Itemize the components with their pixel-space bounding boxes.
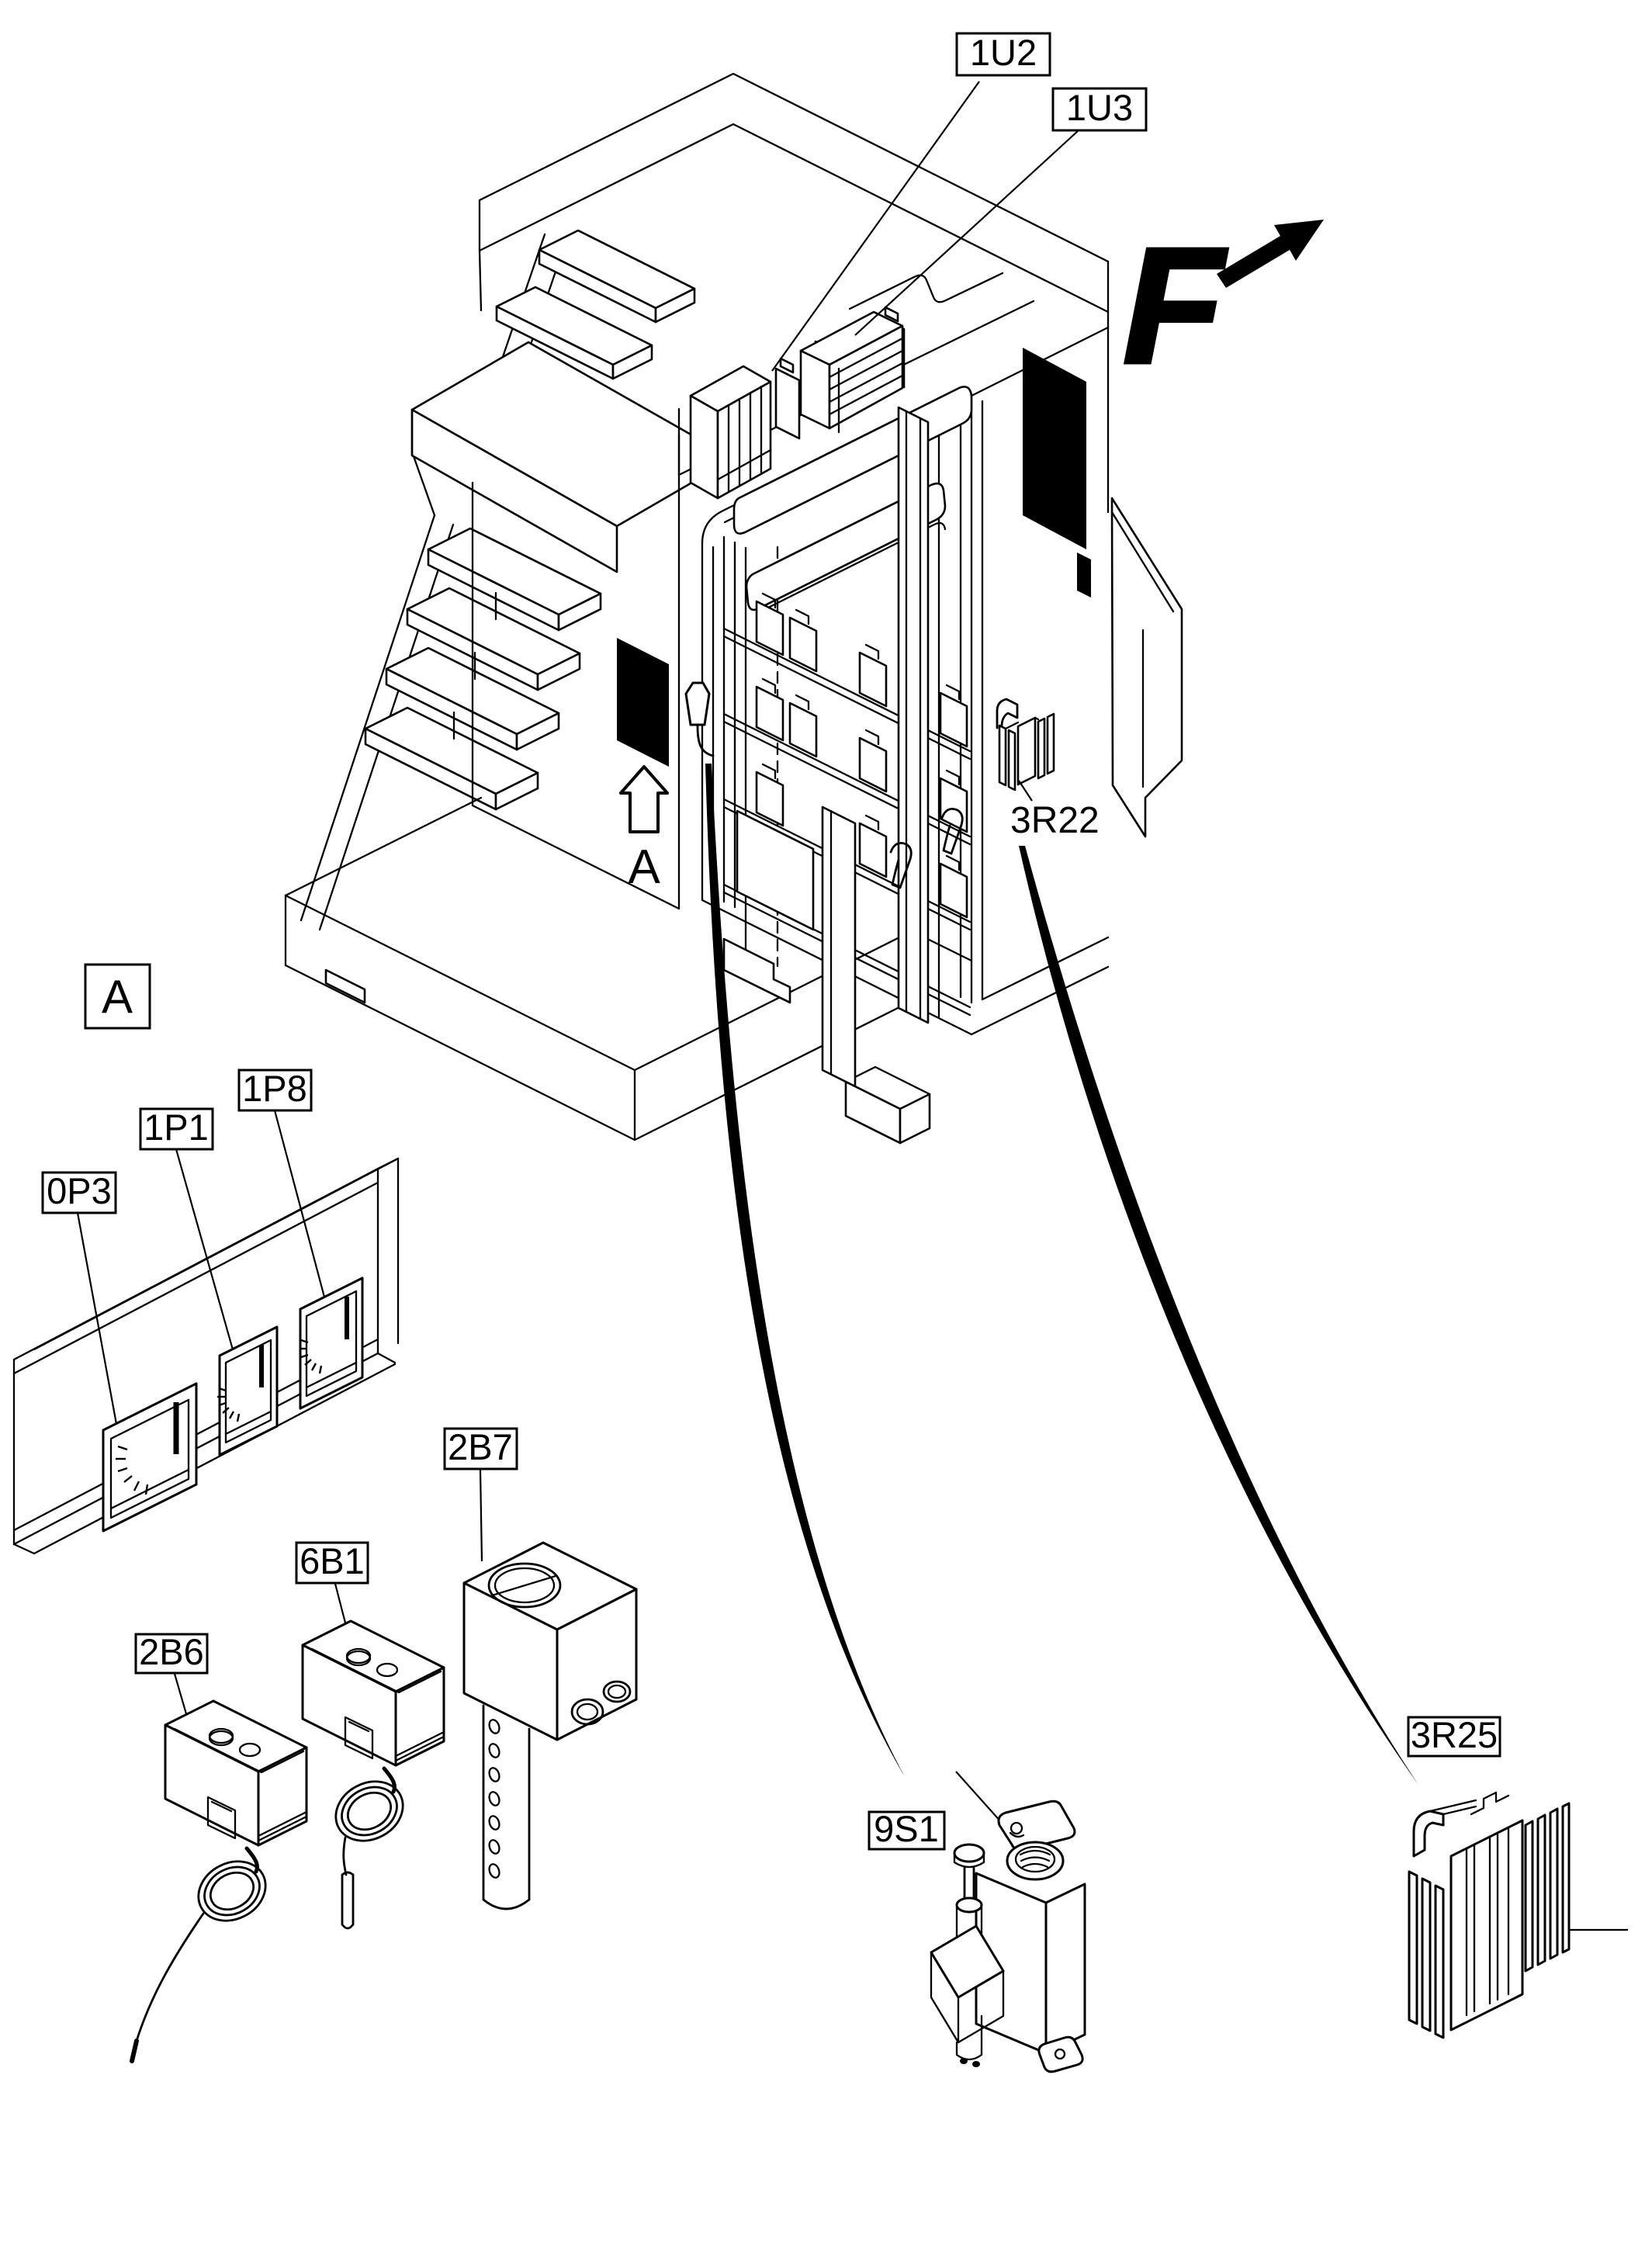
view-a-label-box: A	[84, 963, 151, 1030]
machine-overview: A F	[284, 72, 1324, 1145]
svg-text:0P3: 0P3	[47, 1170, 112, 1211]
svg-text:6B1: 6B1	[300, 1540, 365, 1581]
electrical-rack	[701, 306, 1110, 1088]
cable-clip-icon	[889, 807, 964, 889]
svg-text:1P1: 1P1	[144, 1107, 209, 1148]
leader-lines	[76, 81, 1628, 1931]
door-sensor	[684, 681, 715, 757]
resistor-3r22-installed	[996, 698, 1055, 792]
svg-text:2B6: 2B6	[139, 1631, 204, 1672]
direction-f-marker: F	[1121, 212, 1324, 400]
gauge-1p1	[217, 1325, 279, 1457]
machine-plinth	[284, 796, 973, 1145]
up-arrow-icon	[619, 765, 669, 833]
service-panel-right	[1023, 348, 1086, 549]
callout-boxes: 1U2 1U3 A 1P8 1P1 0P3 2B7 6B1 2B6 9S1 3R…	[41, 32, 1501, 1851]
view-a-letter: A	[102, 971, 133, 1023]
gauge-1p8	[299, 1276, 364, 1410]
callout-1p1: 1P1	[139, 1107, 214, 1151]
callout-0p3: 0P3	[41, 1170, 117, 1214]
callout-6b1: 6B1	[295, 1540, 369, 1585]
leader-2b7	[479, 1469, 483, 1562]
callout-1u2: 1U2	[955, 32, 1051, 77]
gauge-panel	[12, 1157, 400, 1555]
svg-text:9S1: 9S1	[874, 1808, 939, 1849]
duct-sensor-2b7	[462, 1541, 638, 1910]
leader-0p3	[76, 1212, 119, 1433]
service-panel-right-bar	[1077, 552, 1091, 598]
direction-arrow-icon	[1217, 220, 1324, 288]
machine-staircase	[300, 229, 696, 931]
leader-3r22	[1018, 780, 1033, 802]
leader-9s1	[955, 1771, 1003, 1824]
machine-slab	[410, 341, 735, 910]
svg-text:1P8: 1P8	[242, 1068, 307, 1109]
limit-switch-9s1	[930, 1799, 1086, 2073]
leader-1u3	[854, 130, 1079, 336]
machine-right-wall	[970, 326, 1110, 1001]
callout-9s1: 9S1	[868, 1808, 946, 1851]
direction-letter: F	[1123, 213, 1228, 397]
callout-2b7: 2B7	[443, 1426, 518, 1470]
view-arrow-letter: A	[628, 840, 660, 894]
callout-3r25: 3R25	[1407, 1714, 1501, 1758]
leader-1p1	[175, 1148, 238, 1364]
module-1u2	[689, 365, 772, 500]
svg-text:1U2: 1U2	[970, 32, 1037, 73]
callout-2b6: 2B6	[134, 1631, 209, 1675]
thermostat-6b1	[301, 1619, 445, 1930]
module-1u3	[799, 310, 904, 434]
leader-1p8	[273, 1110, 331, 1315]
callout-3r22: 3R22	[1010, 800, 1100, 841]
svg-text:3R25: 3R25	[1411, 1714, 1498, 1755]
detail-view-a: 3R22	[12, 800, 1571, 2073]
svg-text:2B7: 2B7	[448, 1426, 513, 1467]
callout-1u3: 1U3	[1051, 87, 1148, 132]
leader-1u2	[771, 81, 980, 372]
resistor-3r25	[1408, 1791, 1571, 2039]
callout-1p8: 1P8	[237, 1068, 313, 1112]
svg-text:1U3: 1U3	[1066, 87, 1133, 128]
route-curve-to-3r25	[1019, 846, 1418, 1785]
service-panel-left	[617, 638, 669, 767]
side-flap-door	[1110, 497, 1183, 838]
machine-back-wall	[478, 72, 1110, 514]
gauge-0p3	[102, 1382, 198, 1533]
thermostat-2b6	[130, 1699, 308, 2063]
rack-shelf-rows	[722, 592, 971, 1017]
view-direction-a-marker: A	[619, 765, 669, 894]
